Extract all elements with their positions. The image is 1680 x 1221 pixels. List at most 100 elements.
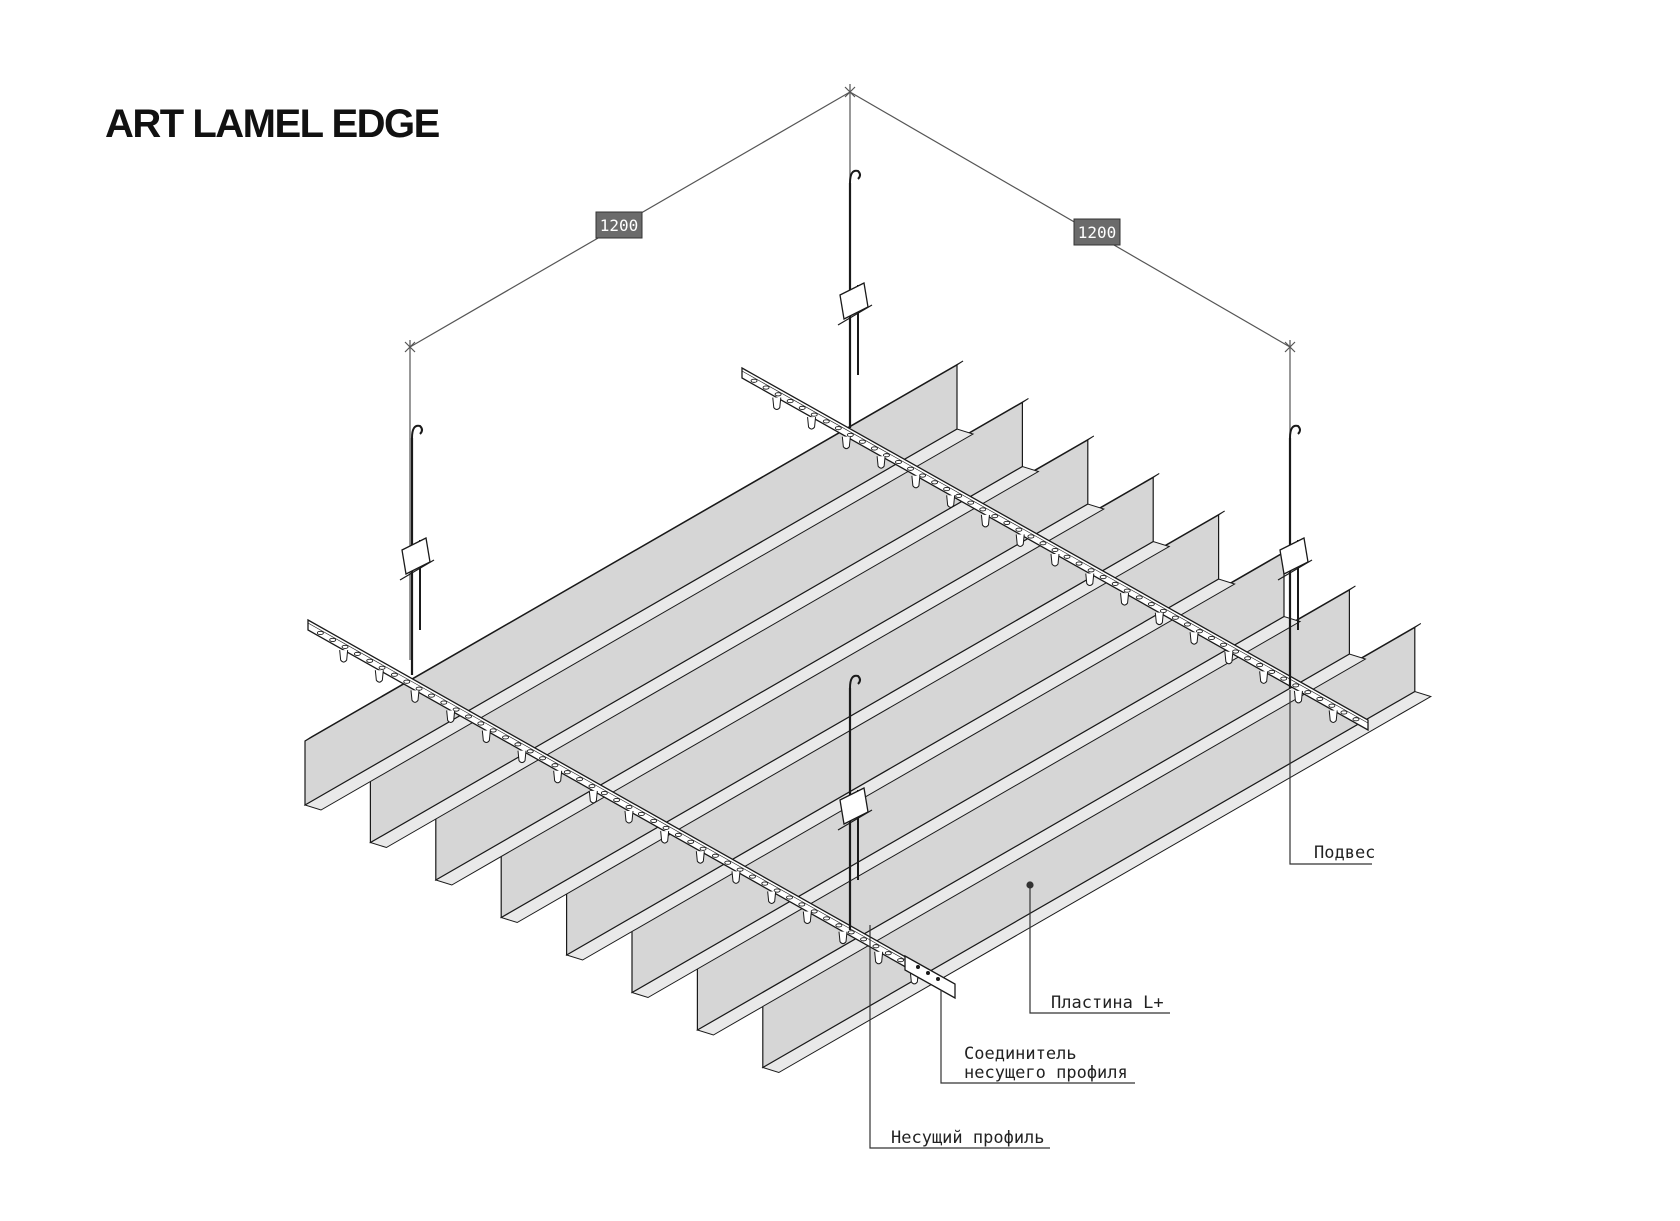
rail-clip [767, 891, 777, 904]
lamel-lip-end [1022, 398, 1029, 403]
rail-slot [907, 466, 914, 471]
lamel-lip-end [1349, 585, 1356, 591]
rail-slot [1111, 581, 1119, 586]
rail-clip [446, 710, 456, 723]
rail-slot [551, 763, 559, 768]
rail-clip [1154, 612, 1164, 626]
hook-icon [849, 169, 861, 184]
rail-slot [1183, 622, 1191, 627]
rail-slot [378, 665, 386, 670]
rail-slot [810, 909, 818, 914]
rail-slot [1352, 717, 1360, 722]
rail-clip [517, 750, 527, 764]
label-suspension: Подвес [1314, 843, 1375, 863]
rail-clip [1050, 553, 1060, 567]
rail-slot [931, 480, 939, 485]
rail-clip [1189, 632, 1199, 645]
rail-slot [366, 658, 374, 663]
rail-slot [650, 818, 658, 823]
rail-clip [481, 730, 491, 744]
rail-clip [946, 495, 956, 508]
rail-clip [374, 670, 384, 683]
rail-slot [750, 378, 758, 383]
lamel-lip-end [1087, 435, 1095, 441]
rail-slot [798, 405, 806, 410]
clip-lever [1277, 559, 1313, 581]
rail-slot [884, 951, 892, 956]
rail-slot [967, 500, 975, 505]
hook-icon [411, 424, 423, 439]
rail-slot [1075, 561, 1083, 566]
rail-slot [858, 439, 866, 444]
rail-slot [895, 459, 902, 465]
rail-slot [576, 777, 584, 782]
rail-slot [919, 473, 927, 478]
rail-clip [876, 456, 886, 469]
hook-icon [1289, 424, 1301, 439]
rail-slot [613, 797, 621, 803]
rail-slot [835, 923, 843, 928]
hook-icon [849, 674, 861, 689]
rail-clip [1328, 710, 1338, 723]
rail-slot [1304, 690, 1312, 695]
rail-slot [749, 874, 756, 879]
rail-clip [1224, 651, 1234, 665]
rail-clip [1120, 593, 1130, 606]
rail-slot [440, 700, 448, 705]
rail-slot [1232, 649, 1240, 654]
connector-bolt [916, 965, 920, 969]
rail-slot [341, 644, 349, 649]
rail-slot [1123, 588, 1131, 593]
callout-leaders [869, 690, 1372, 1149]
rail-slot [786, 399, 794, 404]
rail-slot [846, 432, 854, 437]
suspension-hanger [837, 169, 873, 428]
rail-slot [774, 392, 782, 397]
rail-slot [316, 630, 324, 636]
rail-clip [624, 810, 634, 824]
rail-slot [1340, 710, 1348, 715]
lamel-lip-end [304, 736, 312, 742]
rail-slot [514, 742, 522, 747]
label-carrier-profile: Несущий профиль [891, 1128, 1045, 1148]
rail-slot [1268, 669, 1276, 674]
rail-clip [1085, 573, 1095, 587]
rail-slot [1220, 642, 1227, 647]
suspension-hangers [399, 169, 1313, 930]
rail-slot [1256, 663, 1264, 668]
rail-clip [772, 397, 782, 411]
rail-slot [390, 672, 398, 677]
rail-slot [477, 721, 485, 726]
rail-slot [502, 735, 509, 740]
rail-clip [911, 475, 921, 489]
rail-slot [823, 916, 830, 921]
rail-slot [1039, 541, 1047, 546]
connector-bolt [926, 971, 930, 975]
dimension-label-right: 1200 [1073, 218, 1121, 246]
rail-slot [860, 937, 868, 942]
rail-connector [904, 954, 956, 1000]
rail-slot [822, 419, 830, 424]
rail-slot [674, 832, 682, 837]
rail-slot [773, 888, 781, 893]
rail-slot [1015, 527, 1023, 532]
rail-clip [553, 770, 563, 784]
dimension-label-left: 1200 [595, 211, 643, 239]
rail-clip [807, 417, 817, 430]
rail-slot [1244, 656, 1252, 661]
rail-slot [1099, 575, 1107, 580]
rail-slot [465, 714, 472, 719]
rail-slot [870, 446, 878, 451]
rail-slot [489, 728, 497, 733]
rail-slot [1208, 635, 1215, 641]
rail-clip [1259, 671, 1269, 684]
rail-slot [452, 707, 460, 712]
rail-slot [1292, 683, 1300, 688]
rail-slot [539, 756, 547, 761]
dimension-left-text: 1200 [600, 216, 639, 235]
rail-clip [731, 871, 741, 884]
rail-edge [741, 370, 1369, 724]
rail-slot [761, 881, 769, 886]
rail-edge [307, 622, 951, 986]
